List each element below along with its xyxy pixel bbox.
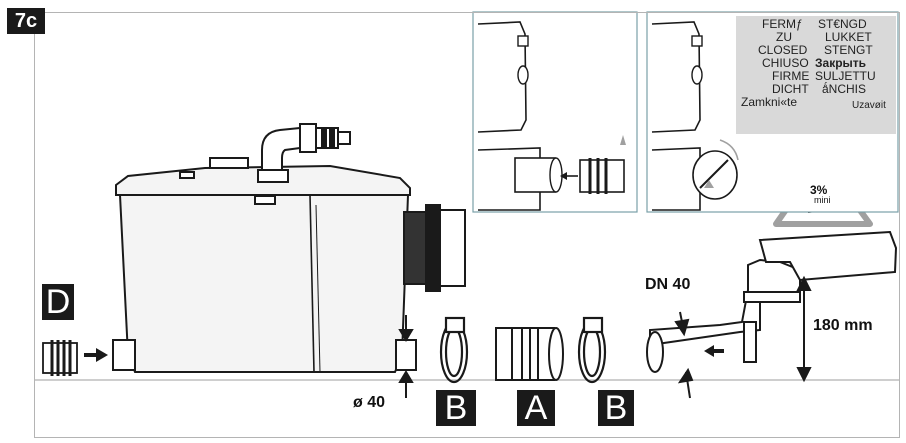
close-word-right: LUKKET bbox=[825, 30, 872, 44]
pipe-diameter-marker bbox=[674, 311, 694, 399]
insert-arrow-d bbox=[84, 348, 108, 362]
slope-note: mini bbox=[814, 195, 831, 205]
step-label: 7c bbox=[7, 8, 45, 34]
fitting-d bbox=[42, 340, 78, 376]
sleeve-a bbox=[495, 327, 564, 381]
height-dimension bbox=[796, 275, 812, 383]
inlet-diameter-label: ø 40 bbox=[353, 394, 386, 411]
detail-panel-insert bbox=[472, 11, 638, 213]
pump-unit bbox=[112, 123, 466, 373]
label-d: D bbox=[42, 284, 74, 320]
pipe-height-label: 180 mm bbox=[813, 317, 873, 334]
close-word-left: CHIUSO bbox=[762, 56, 809, 70]
close-word-left: Zamkni«te bbox=[741, 95, 798, 109]
close-word-left: DICHT bbox=[772, 82, 809, 96]
hose-clamp-right bbox=[577, 316, 607, 384]
close-word-left: CLOSED bbox=[758, 43, 808, 57]
label-b-right: B bbox=[598, 390, 634, 426]
hose-clamp-left bbox=[439, 316, 469, 384]
close-word-right: Uzavøit bbox=[852, 100, 886, 111]
close-word-right: SULJETTU bbox=[815, 69, 876, 83]
close-word-left: FIRME bbox=[772, 69, 810, 83]
pipe-size-label: DN 40 bbox=[645, 276, 691, 293]
diameter-marker bbox=[398, 315, 414, 398]
close-word-left: ZU bbox=[776, 30, 792, 44]
label-a: A bbox=[517, 390, 555, 426]
detail-panel-close bbox=[646, 11, 899, 213]
slope-value: 3% bbox=[810, 183, 828, 197]
close-word-right: Закрыть bbox=[815, 56, 867, 70]
close-word-right: ST€NGD bbox=[818, 17, 867, 31]
flow-arrow bbox=[704, 345, 724, 357]
close-word-right: ǻNCHIS bbox=[822, 82, 867, 96]
label-b-left: B bbox=[436, 390, 476, 426]
discharge-pipe bbox=[646, 230, 898, 373]
close-word-right: STENGT bbox=[824, 43, 873, 57]
diagram-frame bbox=[34, 12, 900, 438]
close-word-left: FERMƒ bbox=[762, 17, 803, 31]
